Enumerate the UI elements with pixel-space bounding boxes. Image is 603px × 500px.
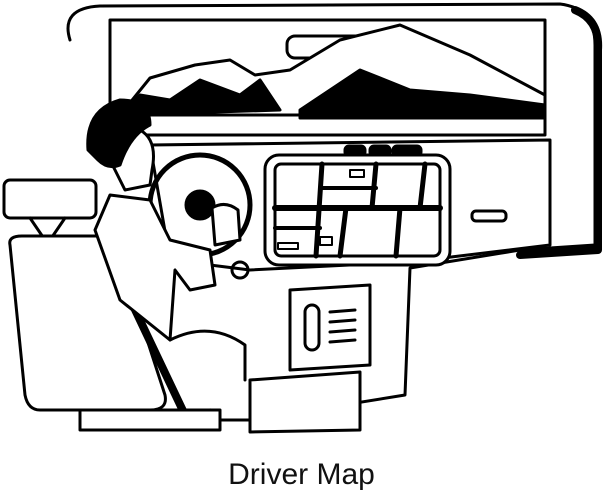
air-vent (470, 209, 508, 223)
caption: Driver Map (228, 458, 375, 491)
windshield (108, 18, 547, 137)
navigation-screen (263, 153, 452, 267)
driver-body (93, 193, 217, 342)
driver-hair (86, 98, 152, 169)
driver-map-illustration (2, 2, 603, 434)
headrest (2, 178, 98, 220)
center-console (288, 283, 372, 372)
